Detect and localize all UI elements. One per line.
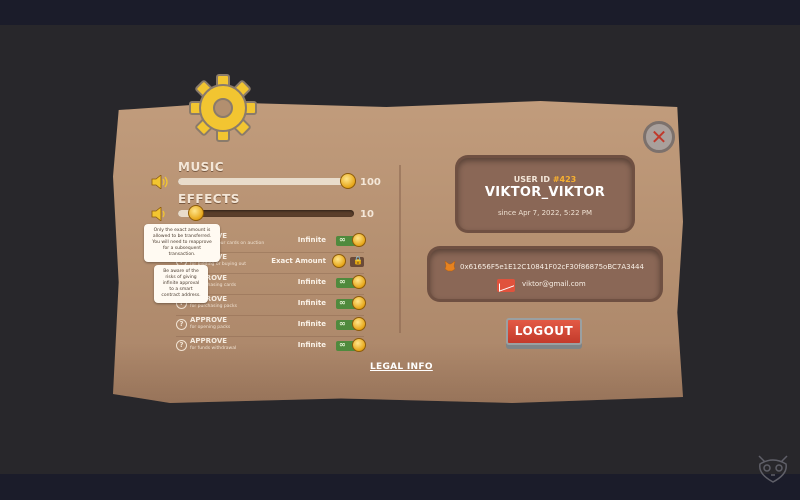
raccoon-logo-icon: [758, 455, 788, 483]
approve-desc: for purchasing cards: [190, 283, 237, 288]
logout-button[interactable]: LOGOUT: [506, 318, 582, 345]
approve-title: APPROVE: [190, 337, 228, 345]
row-divider: [176, 294, 364, 295]
effects-value: 10: [360, 209, 374, 220]
speaker-icon[interactable]: [151, 207, 169, 221]
approve-desc: for funds withdrawal: [190, 346, 237, 351]
user-id-label: USER ID: [513, 175, 551, 184]
speaker-icon[interactable]: [151, 175, 169, 189]
approve-row-packs: ? APPROVE for purchasing packs Infinite …: [176, 295, 366, 316]
close-icon: ✕: [650, 125, 668, 149]
row-divider: [176, 273, 364, 274]
effects-label: EFFECTS: [178, 192, 240, 206]
coin-icon: [352, 317, 366, 331]
approve-desc: for bidding or buying out: [190, 262, 246, 267]
lock-icon: 🔒: [353, 256, 363, 265]
legal-info-link[interactable]: LEGAL INFO: [370, 362, 433, 372]
coin-icon: [352, 275, 366, 289]
effects-slider[interactable]: [178, 205, 354, 221]
tooltip-infinite: Be aware of the risks of giving infinite…: [154, 265, 208, 303]
approve-desc: for opening packs: [190, 325, 231, 330]
row-divider: [176, 252, 364, 253]
info-icon[interactable]: ?: [176, 340, 187, 351]
username: VIKTOR_VIKTOR: [484, 185, 606, 200]
infinity-icon: ∞: [339, 277, 346, 286]
row-divider: [176, 315, 364, 316]
user-id-value: #423: [552, 175, 577, 184]
approve-mode: Infinite: [297, 236, 326, 244]
metamask-fox-icon: [444, 260, 456, 272]
effects-slider-fill: [178, 210, 196, 217]
approve-toggle[interactable]: ∞: [336, 340, 358, 351]
gear-icon: [189, 74, 257, 142]
user-id: USER ID #423: [458, 175, 632, 184]
approve-title: APPROVE: [190, 316, 228, 324]
approve-mode: Infinite: [297, 341, 326, 349]
row-divider: [176, 336, 364, 337]
coin-icon: [352, 296, 366, 310]
music-slider-knob[interactable]: [340, 173, 356, 189]
approve-toggle[interactable]: ∞: [336, 235, 358, 246]
approve-title: APPROVE: [190, 295, 228, 303]
music-label: MUSIC: [178, 160, 225, 174]
approve-title: APPROVE: [190, 274, 228, 282]
approve-toggle[interactable]: 🔒: [350, 256, 364, 267]
approve-mode: Exact Amount: [271, 257, 326, 265]
approve-toggle[interactable]: ∞: [336, 298, 358, 309]
user-card: USER ID #423 VIKTOR_VIKTOR since Apr 7, …: [458, 158, 632, 230]
music-slider-fill: [178, 178, 348, 185]
effects-slider-knob[interactable]: [187, 205, 204, 221]
mail-icon: [497, 279, 515, 292]
music-value: 100: [360, 177, 381, 188]
approve-toggle[interactable]: ∞: [336, 319, 358, 330]
wallet-card: 0x61656F5e1E12C10841F02cF30f86875oBC7A34…: [430, 249, 660, 299]
close-button[interactable]: ✕: [643, 121, 675, 153]
info-icon[interactable]: ?: [176, 319, 187, 330]
approve-mode: Infinite: [297, 320, 326, 328]
coin-icon: [352, 338, 366, 352]
coin-icon: [352, 233, 366, 247]
approve-mode: Infinite: [297, 278, 326, 286]
wallet-address[interactable]: 0x61656F5e1E12C10841F02cF30f86875oBC7A34…: [460, 263, 644, 271]
infinity-icon: ∞: [339, 235, 346, 244]
infinity-icon: ∞: [339, 319, 346, 328]
tooltip-exact-amount: Only the exact amount is allowed to be t…: [144, 224, 220, 262]
top-bar: [0, 0, 800, 25]
column-divider: [399, 165, 401, 333]
coin-icon: [332, 254, 346, 268]
email-address[interactable]: viktor@gmail.com: [522, 280, 586, 288]
approve-mode: Infinite: [297, 299, 326, 307]
member-since: since Apr 7, 2022, 5:22 PM: [497, 209, 593, 217]
approve-toggle[interactable]: ∞: [336, 277, 358, 288]
bottom-bar: [0, 474, 800, 500]
music-slider[interactable]: [178, 173, 356, 189]
approve-row-opening: ? APPROVE for opening packs Infinite ∞: [176, 316, 366, 337]
approve-row-withdrawal: ? APPROVE for funds withdrawal Infinite …: [176, 337, 366, 357]
approve-desc: for purchasing packs: [190, 304, 237, 309]
infinity-icon: ∞: [339, 340, 346, 349]
approve-desc: for putting your cards on auction: [190, 241, 265, 246]
infinity-icon: ∞: [339, 298, 346, 307]
